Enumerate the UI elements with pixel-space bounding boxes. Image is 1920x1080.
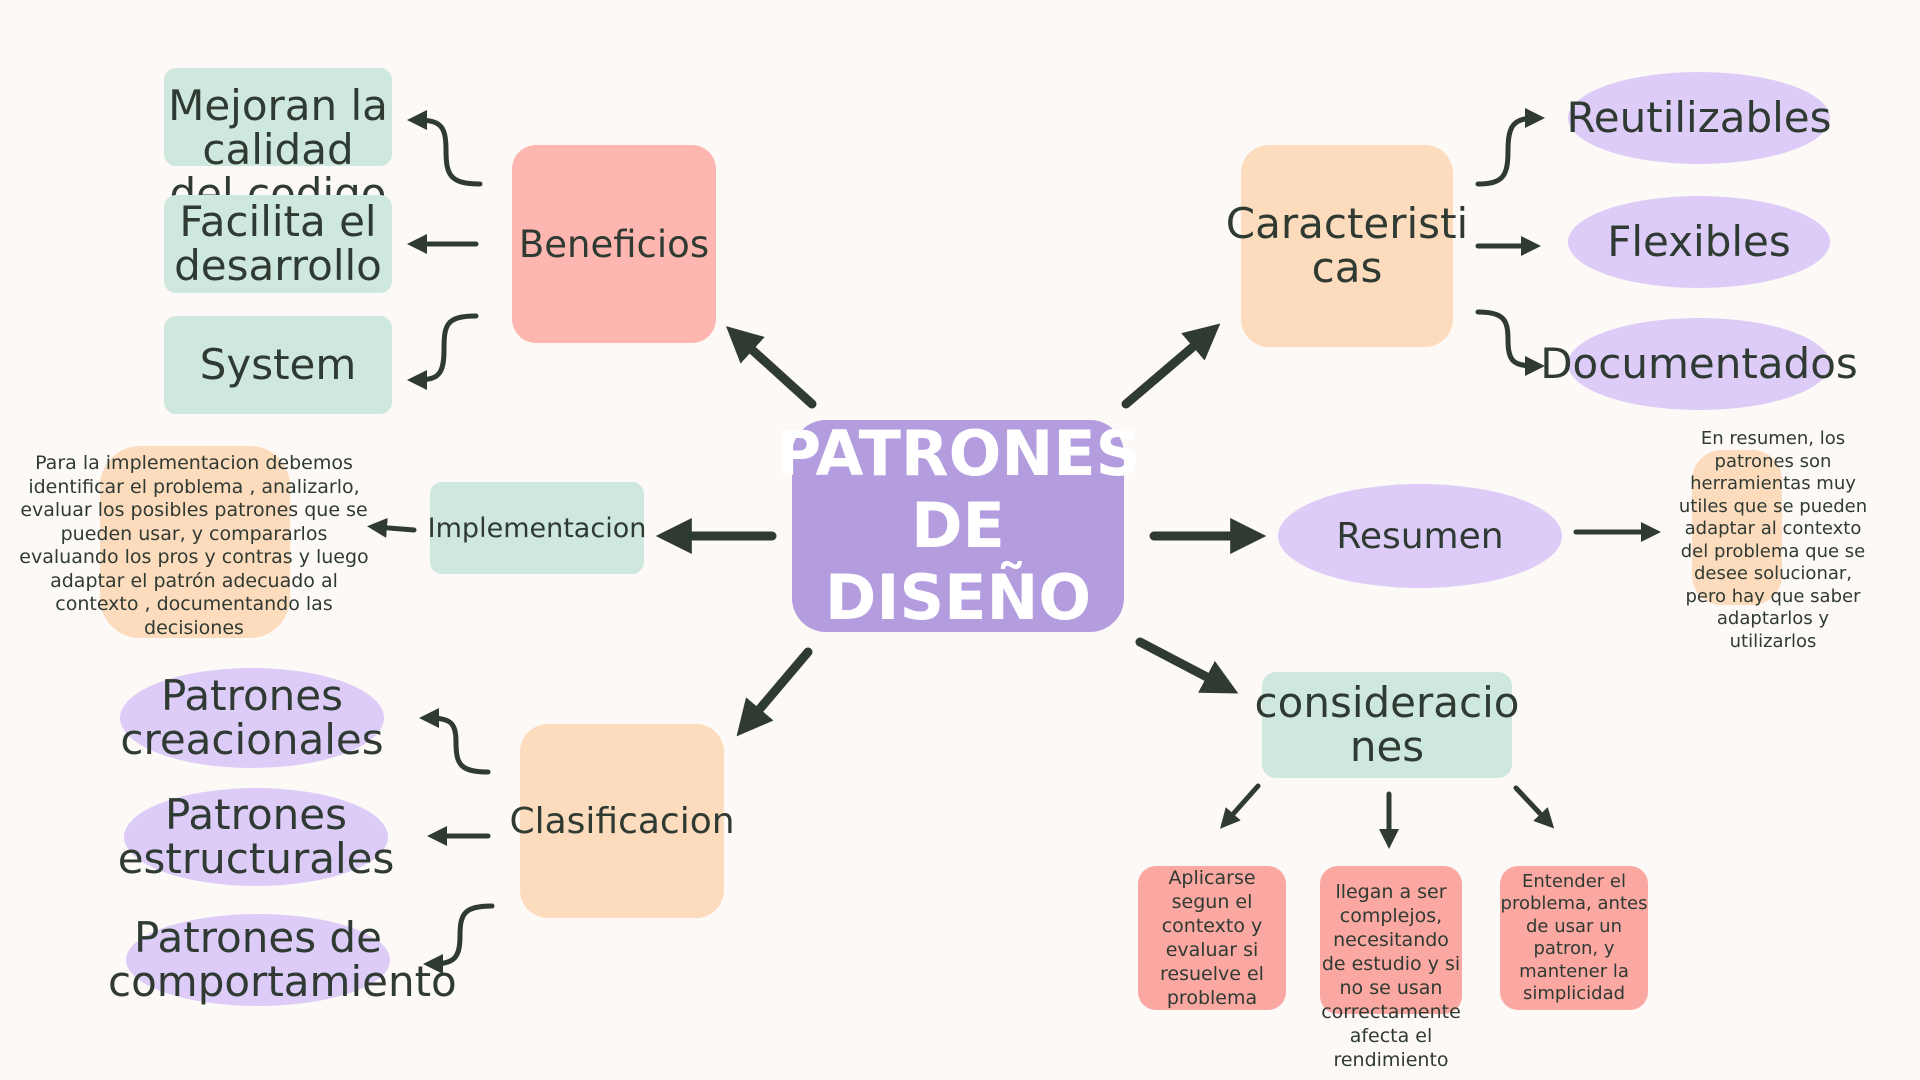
center-topic-label: PATRONES DE DISEÑO <box>775 417 1141 634</box>
caracteristica-item-1-label: Reutilizables <box>1566 93 1832 142</box>
arrow-to-implementation-note <box>367 517 417 538</box>
consideraciones-label: consideracio nes <box>1254 678 1520 771</box>
consideracion-item-1: Aplicarse segun el contexto y evaluar si… <box>1138 866 1286 1010</box>
beneficios-node: Beneficios <box>512 145 716 343</box>
clasificacion-item-2: Patrones estructurales <box>118 788 394 886</box>
clasificacion-item-2-label: Patrones estructurales <box>117 790 395 883</box>
arrow-to-comportamiento <box>423 903 495 974</box>
arrow-to-consideracion-3 <box>1513 785 1555 829</box>
consideracion-item-2: llegan a ser complejos, necesitando de e… <box>1320 866 1462 1071</box>
resumen-label: Resumen <box>1336 515 1504 557</box>
center-topic: PATRONES DE DISEÑO <box>776 418 1141 634</box>
beneficio-item-3: System <box>164 316 392 414</box>
arrow-to-system <box>407 313 479 390</box>
arrow-to-mejoran <box>407 110 483 187</box>
clasificacion-item-3-label: Patrones de comportamiento <box>108 913 457 1006</box>
beneficios-label: Beneficios <box>518 222 710 266</box>
clasificacion-item-1: Patrones creacionales <box>120 668 384 768</box>
beneficio-item-1-label: Mejoran la calidad del codigo <box>168 81 388 218</box>
clasificacion-item-1-label: Patrones creacionales <box>120 671 384 764</box>
arrow-to-caracteristicas <box>1121 323 1221 409</box>
consideraciones-node: consideracio nes <box>1255 672 1519 778</box>
caracteristica-item-2: Flexibles <box>1568 196 1830 288</box>
implementation-note-backdrop <box>100 446 290 638</box>
arrow-to-creacionales <box>419 708 491 775</box>
resumen-node: Resumen <box>1278 484 1562 588</box>
caracteristicas-label: Caracteristi cas <box>1225 199 1469 292</box>
consideracion-item-3-text: Entender el problema, antes de usar un p… <box>1500 870 1648 1005</box>
consideracion-item-3: Entender el problema, antes de usar un p… <box>1500 866 1648 1010</box>
consideracion-item-1-text: Aplicarse segun el contexto y evaluar si… <box>1160 867 1264 1009</box>
caracteristica-item-3-label: Documentados <box>1540 339 1858 388</box>
summary-note-text: En resumen, los patrones son herramienta… <box>1678 428 1868 652</box>
beneficio-item-2-label: Facilita el desarrollo <box>174 197 382 290</box>
caracteristica-item-2-label: Flexibles <box>1607 217 1791 266</box>
arrow-to-consideracion-1 <box>1220 783 1261 829</box>
caracteristica-item-3: Documentados <box>1540 318 1858 410</box>
arrow-to-documentados <box>1475 309 1545 376</box>
arrow-to-consideraciones <box>1135 637 1239 694</box>
beneficio-item-1: Mejoran la calidad del codigo <box>164 68 392 216</box>
summary-note: En resumen, los patrones son herramienta… <box>1674 428 1872 653</box>
arrow-to-beneficios <box>725 326 817 409</box>
beneficio-item-2: Facilita el desarrollo <box>164 195 392 293</box>
implementacion-label: Implementacion <box>427 512 647 544</box>
caracteristicas-node: Caracteristi cas <box>1226 145 1468 347</box>
summary-note-backdrop <box>1692 450 1782 605</box>
clasificacion-node: Clasificacion <box>509 724 735 918</box>
implementation-note-text: Para la implementacion debemos identific… <box>19 452 369 639</box>
implementacion-node: Implementacion <box>427 482 647 574</box>
consideracion-item-2-text: llegan a ser complejos, necesitando de e… <box>1321 881 1461 1071</box>
caracteristica-item-1: Reutilizables <box>1566 72 1832 164</box>
clasificacion-label: Clasificacion <box>509 800 735 842</box>
arrow-to-clasificacion <box>736 647 813 737</box>
beneficio-item-3-label: System <box>199 340 357 389</box>
arrow-to-reutilizables <box>1475 108 1545 187</box>
implementation-note: Para la implementacion debemos identific… <box>14 452 374 640</box>
clasificacion-item-3: Patrones de comportamiento <box>108 914 457 1006</box>
